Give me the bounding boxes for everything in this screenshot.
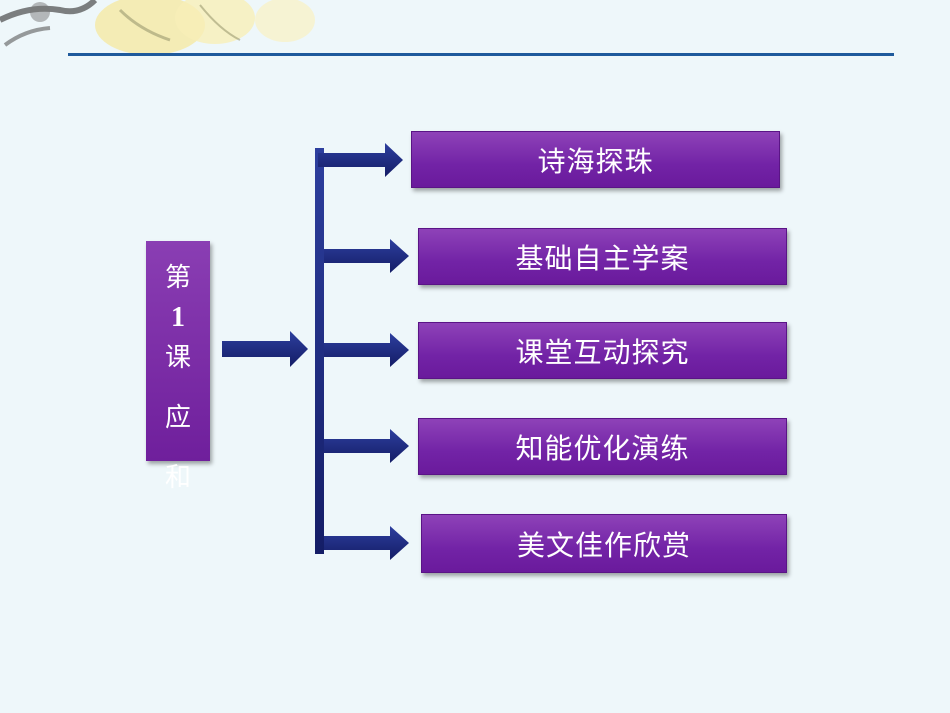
menu-button-appreciation[interactable]: 美文佳作欣赏 xyxy=(421,514,787,573)
menu-button-poetry[interactable]: 诗海探珠 xyxy=(411,131,780,188)
lesson-char-1: 第 xyxy=(164,263,191,293)
menu-button-class-interaction[interactable]: 课堂互动探究 xyxy=(418,322,787,379)
branch-arrow-icon xyxy=(324,333,409,367)
branch-arrow-icon xyxy=(324,239,409,273)
lesson-number: 1 xyxy=(171,302,185,333)
lesson-char-3: 课 xyxy=(164,343,191,373)
menu-button-basic-study[interactable]: 基础自主学案 xyxy=(418,228,787,285)
menu-button-label: 知能优化演练 xyxy=(515,431,690,465)
lesson-char-6: 和 xyxy=(164,463,191,493)
menu-button-label: 课堂互动探究 xyxy=(515,335,690,369)
lesson-title: 第 1 课 应 和 xyxy=(146,258,210,498)
flower-decoration xyxy=(0,0,315,55)
menu-button-label: 美文佳作欣赏 xyxy=(516,528,691,562)
main-arrow-icon xyxy=(222,331,308,367)
lesson-title-box xyxy=(146,241,210,461)
connector-trunk xyxy=(315,148,324,554)
menu-button-label: 诗海探珠 xyxy=(537,144,654,178)
branch-arrow-icon xyxy=(324,429,409,463)
menu-button-label: 基础自主学案 xyxy=(515,241,690,275)
lesson-char-5: 应 xyxy=(164,403,191,433)
header-divider-line xyxy=(68,53,894,56)
menu-button-practice[interactable]: 知能优化演练 xyxy=(418,418,787,475)
branch-arrow-icon xyxy=(324,526,409,560)
branch-arrow-icon xyxy=(318,143,403,177)
